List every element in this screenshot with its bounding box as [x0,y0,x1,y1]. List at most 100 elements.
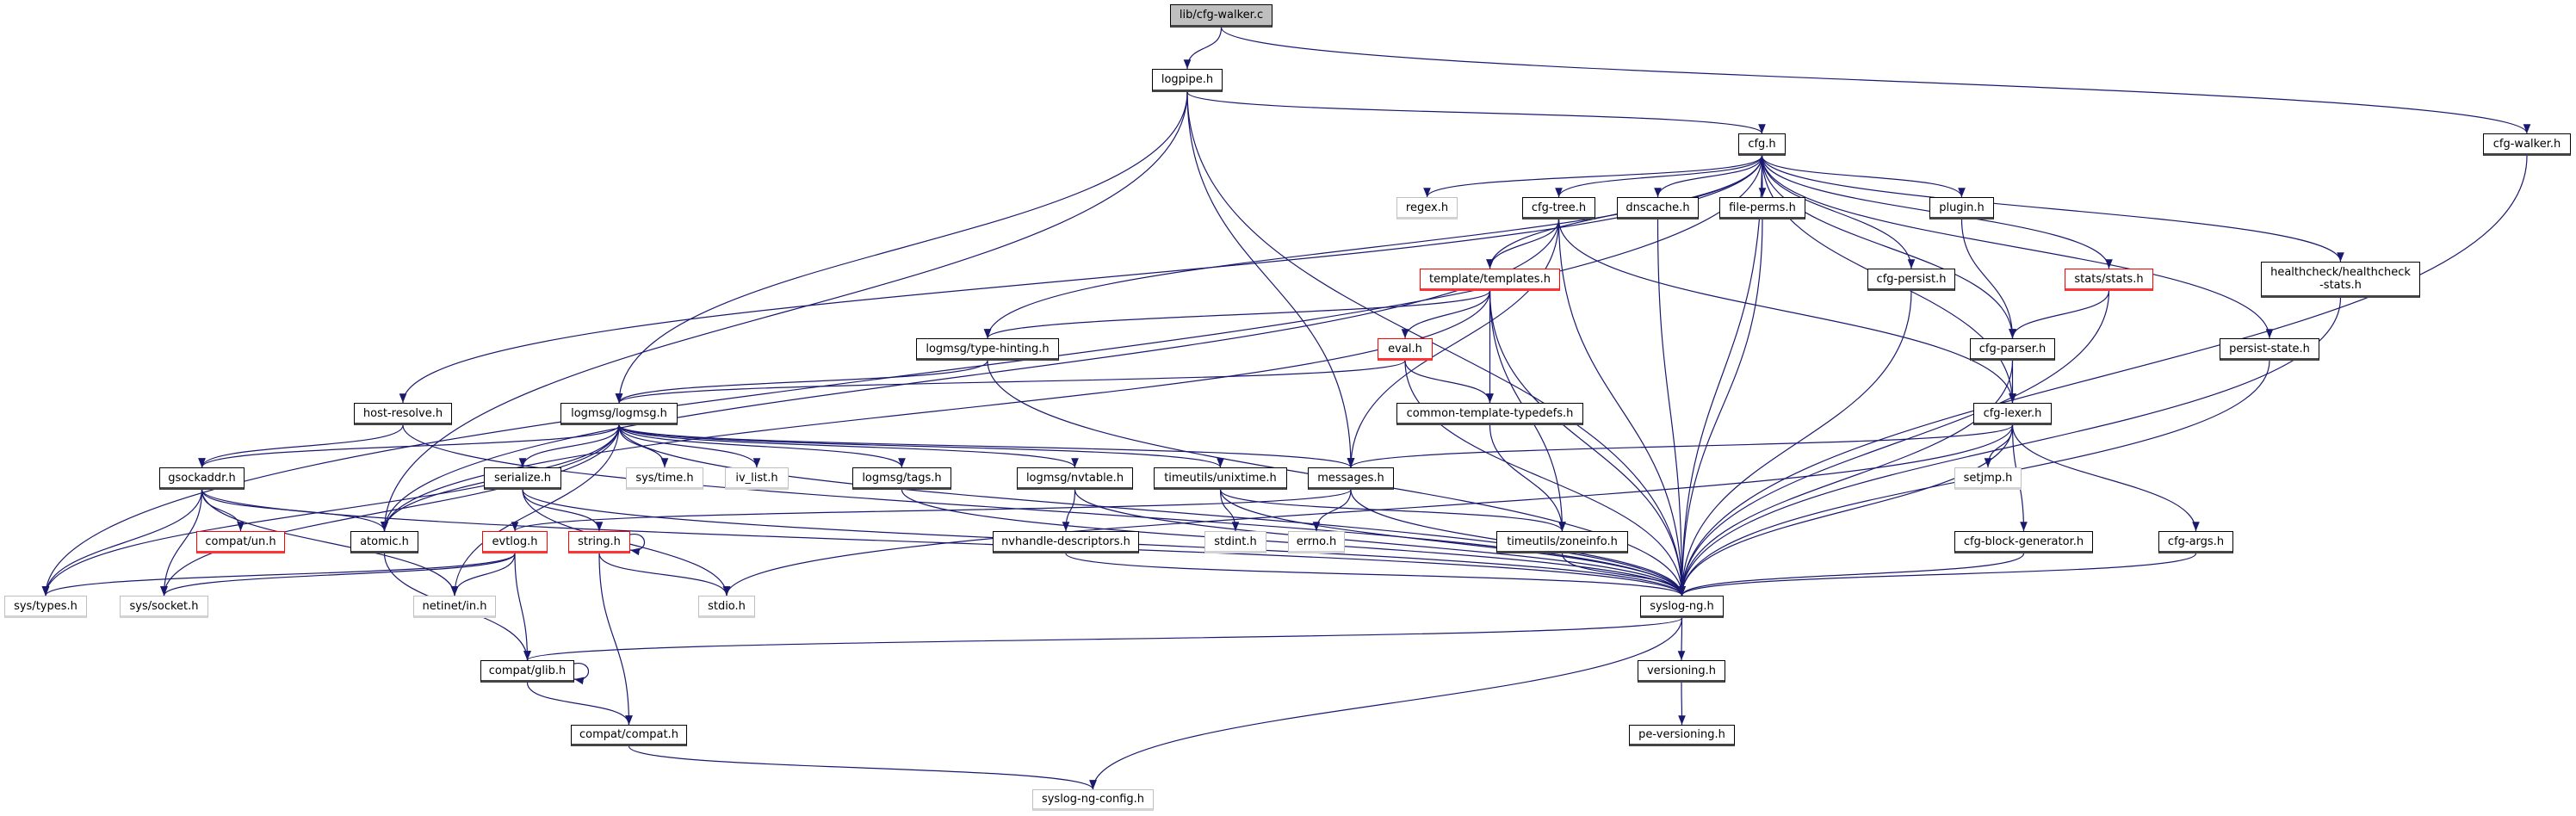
node-messages[interactable]: messages.h [1308,467,1394,490]
node-cfg[interactable]: cfg.h [1738,133,1786,156]
node-type-hinting[interactable]: logmsg/type-hinting.h [916,338,1059,361]
edge-logmsg-to-nvtable [618,424,1079,468]
edge-messages-to-evtlog [511,489,1352,532]
edge-logpipe-to-atomic [381,91,1188,532]
edge-eval-to-common-template-typedefs [1404,360,1494,404]
node-zoneinfo[interactable]: timeutils/zoneinfo.h [1496,531,1628,553]
node-pe-versioning[interactable]: pe-versioning.h [1629,725,1735,746]
edge-cfg-to-persist-state [1761,155,2274,339]
edge-unixtime-to-stdint [1219,489,1240,532]
node-nvhandle-descriptors[interactable]: nvhandle-descriptors.h [993,531,1139,553]
node-templates[interactable]: template/templates.h [1420,269,1560,291]
node-cfg-args[interactable]: cfg-args.h [2158,531,2233,553]
node-atomic[interactable]: atomic.h [350,531,418,553]
edge-logpipe-to-cfg [1186,91,1766,134]
edge-gsockaddr-to-syslog-ng [201,489,1686,597]
node-syslog-ng-config[interactable]: syslog-ng-config.h [1032,789,1154,811]
node-cfg-block-generator[interactable]: cfg-block-generator.h [1954,531,2093,553]
edge-cfg-to-dnscache [1654,155,1763,198]
node-evtlog[interactable]: evtlog.h [482,531,548,553]
edge-cfg-lexer-to-messages [1347,424,2014,468]
edge-logmsg-to-messages [618,424,1355,468]
node-persist-state[interactable]: persist-state.h [2220,338,2319,361]
edge-logmsg-to-unixtime [618,424,1224,468]
node-versioning[interactable]: versioning.h [1638,660,1725,683]
edge-logmsg-to-sys-socket [160,424,620,597]
edge-evtlog-to-netinet-in [450,553,516,597]
edge-evtlog-to-compat-glib [514,553,531,661]
edge-nvhandle-descriptors-to-syslog-ng [1065,553,1686,597]
node-stdint[interactable]: stdint.h [1204,531,1266,553]
edge-templates-to-atomic [381,290,1491,532]
node-iv-list[interactable]: iv_list.h [725,467,789,490]
node-unixtime[interactable]: timeutils/unixtime.h [1154,467,1287,490]
node-sys-types[interactable]: sys/types.h [4,596,87,618]
node-healthcheck[interactable]: healthcheck/healthcheck -stats.h [2261,262,2420,298]
node-logpipe[interactable]: logpipe.h [1152,69,1223,92]
edge-string-to-compat-compat [598,553,633,726]
node-logmsg[interactable]: logmsg/logmsg.h [560,403,678,425]
node-cfg-tree[interactable]: cfg-tree.h [1522,197,1595,219]
node-sys-time[interactable]: sys/time.h [626,467,703,490]
node-setjmp[interactable]: setjmp.h [1954,467,2022,490]
edge-logpipe-to-logmsg [615,91,1188,404]
node-nvtable[interactable]: logmsg/nvtable.h [1017,467,1133,490]
node-cfg-parser[interactable]: cfg-parser.h [1970,338,2055,361]
edge-logpipe-to-messages [1186,91,1355,468]
edge-cfg-tree-to-templates [1486,219,1560,269]
edge-plugin-to-cfg-parser [1960,219,2016,339]
node-stats[interactable]: stats/stats.h [2065,269,2153,291]
edge-host-resolve-to-gsockaddr [198,424,404,468]
edge-syslog-ng-to-versioning [1677,617,1686,661]
node-compat-glib[interactable]: compat/glib.h [480,660,574,683]
node-eval[interactable]: eval.h [1378,338,1433,361]
edge-cfg-walker-c-to-cfg-walker-h [1220,27,2531,134]
node-compat-compat[interactable]: compat/compat.h [571,725,687,746]
edge-gsockaddr-to-compat-un [201,489,245,532]
node-serialize[interactable]: serialize.h [484,467,561,490]
edge-cfg-to-type-hinting [983,155,1763,339]
edge-cfg-to-regex [1423,155,1763,198]
node-netinet-in[interactable]: netinet/in.h [413,596,496,618]
node-plugin[interactable]: plugin.h [1929,197,1994,219]
node-dnscache[interactable]: dnscache.h [1617,197,1699,219]
edge-cfg-lexer-to-stdio [722,424,2014,597]
node-errno[interactable]: errno.h [1288,531,1345,553]
edge-unixtime-to-syslog-ng [1219,489,1686,597]
node-regex[interactable]: regex.h [1396,197,1458,219]
node-cfg-persist[interactable]: cfg-persist.h [1867,269,1955,291]
node-stdio[interactable]: stdio.h [698,596,755,618]
edge-evtlog-to-sys-socket [160,553,516,597]
edge-logmsg-to-gsockaddr [198,424,620,468]
node-host-resolve[interactable]: host-resolve.h [354,403,452,425]
edge-nvtable-to-nvhandle-descriptors [1062,489,1076,532]
node-common-template-typedefs[interactable]: common-template-typedefs.h [1396,403,1583,425]
edge-templates-to-syslog-ng [1489,290,1686,597]
edge-cfg-to-cfg-tree [1555,155,1763,198]
edge-dnscache-to-syslog-ng [1656,219,1686,597]
edge-host-resolve-to-syslog-ng [402,424,1686,597]
edge-logmsg-to-sys-time [618,424,669,468]
edge-file-perms-to-syslog-ng [1678,219,1763,597]
node-compat-un[interactable]: compat/un.h [196,531,285,553]
node-sys-socket[interactable]: sys/socket.h [120,596,208,618]
edge-versioning-to-pe-versioning [1678,682,1686,726]
node-gsockaddr[interactable]: gsockaddr.h [159,467,245,490]
edge-cfg-to-sys-types [41,155,1763,597]
node-cfg-walker-c[interactable]: lib/cfg-walker.c [1170,4,1273,28]
edge-gsockaddr-to-sys-types [41,489,203,597]
edge-cfg-walker-c-to-logpipe [1183,27,1223,70]
edge-compat-glib-to-compat-glib [573,663,589,685]
node-string[interactable]: string.h [568,531,630,553]
edge-messages-to-errno [1312,489,1352,532]
edge-syslog-ng-to-compat-glib [523,617,1683,661]
edge-nvtable-to-syslog-ng [1074,489,1686,597]
node-tags[interactable]: logmsg/tags.h [852,467,951,490]
node-cfg-walker-h[interactable]: cfg-walker.h [2483,133,2571,156]
node-cfg-lexer[interactable]: cfg-lexer.h [1973,403,2052,425]
node-syslog-ng[interactable]: syslog-ng.h [1640,596,1724,618]
edge-stats-to-cfg-parser [2009,290,2110,339]
node-file-perms[interactable]: file-perms.h [1719,197,1805,219]
